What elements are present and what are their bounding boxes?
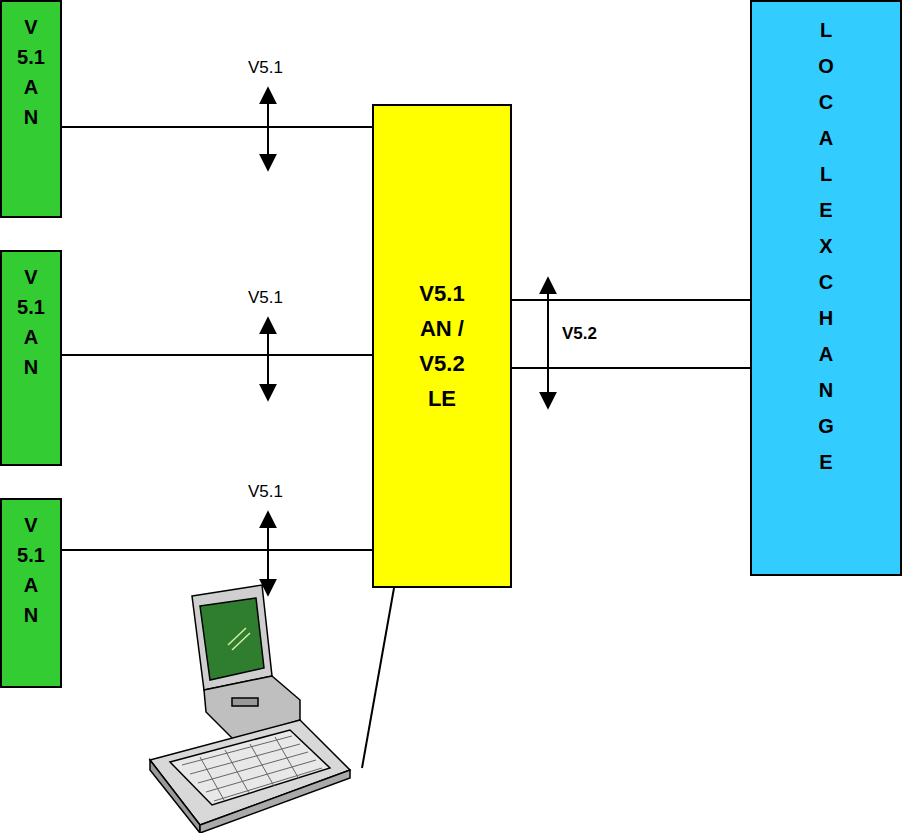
interface-arrow <box>267 318 269 400</box>
access-network-box: V 5.1 A N <box>0 0 62 218</box>
link-line <box>62 126 372 128</box>
laptop-terminal <box>150 585 350 833</box>
interface-label: V5.1 <box>246 482 285 502</box>
access-network-box: V 5.1 A N <box>0 250 62 466</box>
node-label: V5.1 AN / V5.2 LE <box>419 276 464 416</box>
node-label: V 5.1 A N <box>17 510 45 630</box>
node-label: V 5.1 A N <box>17 262 45 382</box>
concentrator-box: V5.1 AN / V5.2 LE <box>372 104 512 588</box>
interface-arrow <box>267 512 269 595</box>
interface-label: V5.1 <box>246 288 285 308</box>
link-wire <box>512 367 750 369</box>
link-line <box>62 549 372 551</box>
link-line <box>62 354 372 356</box>
link-line <box>512 299 750 301</box>
interface-label: V5.1 <box>246 58 285 78</box>
interface-label: V5.2 <box>560 324 599 344</box>
node-label: V 5.1 A N <box>17 12 45 132</box>
terminal-cable <box>362 588 394 768</box>
node-label: L O C A L E X C H A N G E <box>818 12 834 480</box>
exchange-box: L O C A L E X C H A N G E <box>750 0 902 576</box>
interface-arrow <box>547 278 549 408</box>
interface-arrow <box>267 88 269 170</box>
access-network-box: V 5.1 A N <box>0 498 62 688</box>
